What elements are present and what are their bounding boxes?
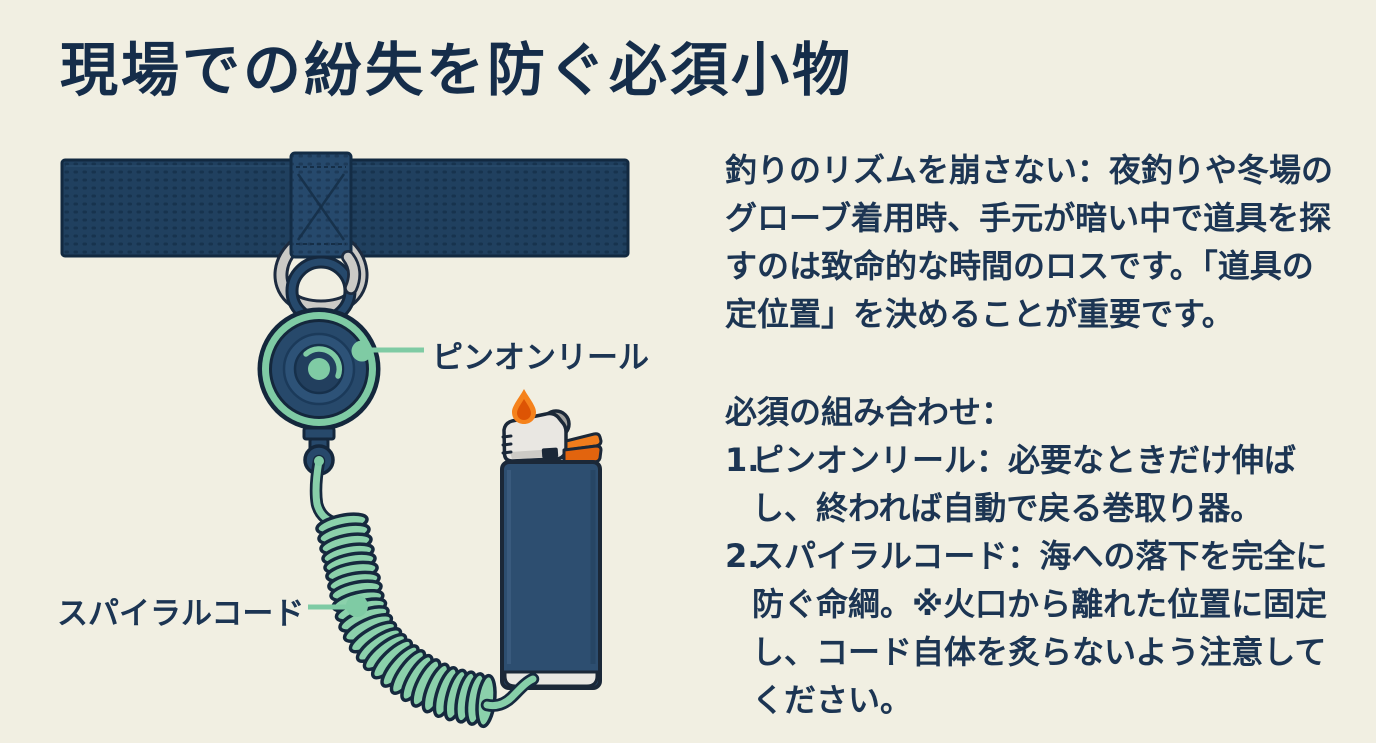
label-spiral-cord: スパイラルコード — [57, 596, 305, 632]
intro-text: 釣りのリズムを崩さない：夜釣りや冬場のグローブ着用時、手元が暗い中で道具を探すの… — [725, 151, 1334, 333]
lighter-illustration — [500, 409, 603, 690]
cord-callout — [308, 595, 368, 617]
list-heading: 必須の組み合わせ： — [725, 393, 1014, 431]
pin-on-reel-illustration — [257, 307, 381, 431]
flame-icon — [512, 389, 536, 424]
list-item-number: 2. — [725, 537, 760, 575]
reel-callout — [351, 340, 424, 362]
fork-hole — [541, 447, 559, 459]
cord-tail — [480, 672, 540, 712]
lighter-body — [500, 460, 602, 690]
list-item: 2. スパイラルコード：海への落下を完全に防ぐ命綱。※火口から離れた位置に固定し… — [725, 532, 1345, 724]
combo-list: 必須の組み合わせ： 1. ピンオンリール：必要なときだけ伸ばし、終われば自動で戻… — [725, 388, 1345, 724]
page-title: 現場での紛失を防ぐ必須小物 — [60, 36, 854, 104]
copy-column: 釣りのリズムを崩さない：夜釣りや冬場のグローブ着用時、手元が暗い中で道具を探すの… — [725, 146, 1345, 724]
list-item-text: スパイラルコード：海への落下を完全に防ぐ命綱。※火口から離れた位置に固定し、コー… — [752, 537, 1328, 719]
hood-notches — [501, 434, 513, 455]
label-pin-on-reel: ピンオンリール — [432, 340, 649, 376]
list-item-number: 1. — [725, 441, 760, 479]
spiral-cord-illustration — [309, 454, 497, 729]
strap-loop — [289, 151, 353, 259]
list-item-text: ピンオンリール：必要なときだけ伸ばし、終われば自動で戻る巻取り器。 — [752, 441, 1297, 527]
list-item: 1. ピンオンリール：必要なときだけ伸ばし、終われば自動で戻る巻取り器。 — [725, 436, 1345, 532]
